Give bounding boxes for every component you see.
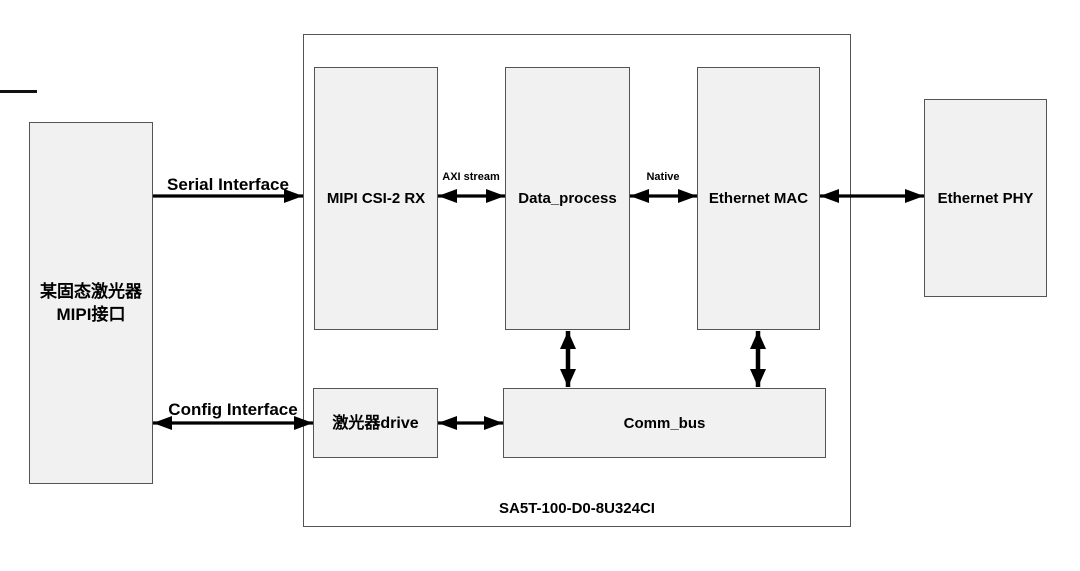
native-label: Native bbox=[646, 171, 680, 183]
laser-source-label-line1: 某固态激光器 bbox=[40, 282, 142, 301]
laser-drive-block: 激光器drive bbox=[313, 388, 438, 458]
stray-line-artifact bbox=[0, 90, 37, 93]
config-interface-label: Config Interface bbox=[168, 400, 298, 419]
laser-drive-label: 激光器drive bbox=[332, 414, 419, 432]
ethernet-mac-block: Ethernet MAC bbox=[697, 67, 820, 330]
data-process-block: Data_process bbox=[505, 67, 630, 330]
comm-bus-label: Comm_bus bbox=[623, 414, 706, 432]
laser-source-label-line2: MIPI接口 bbox=[56, 305, 126, 324]
mipi-csi2-rx-block: MIPI CSI-2 RX bbox=[314, 67, 438, 330]
mipi-csi2-rx-label: MIPI CSI-2 RX bbox=[326, 190, 426, 207]
ethernet-mac-label: Ethernet MAC bbox=[708, 190, 809, 207]
data-process-label: Data_process bbox=[518, 190, 617, 207]
laser-source-block: 某固态激光器 MIPI接口 bbox=[29, 122, 153, 484]
axi-stream-label: AXI stream bbox=[442, 171, 500, 183]
ethernet-phy-label: Ethernet PHY bbox=[937, 189, 1034, 207]
ethernet-phy-block: Ethernet PHY bbox=[924, 99, 1047, 297]
laser-source-label: 某固态激光器 MIPI接口 bbox=[40, 280, 142, 326]
fpga-boundary-box: SA5T-100-D0-8U324CI bbox=[303, 34, 851, 527]
comm-bus-block: Comm_bus bbox=[503, 388, 826, 458]
fpga-part-number-label: SA5T-100-D0-8U324CI bbox=[499, 500, 655, 517]
serial-interface-label: Serial Interface bbox=[167, 175, 289, 194]
